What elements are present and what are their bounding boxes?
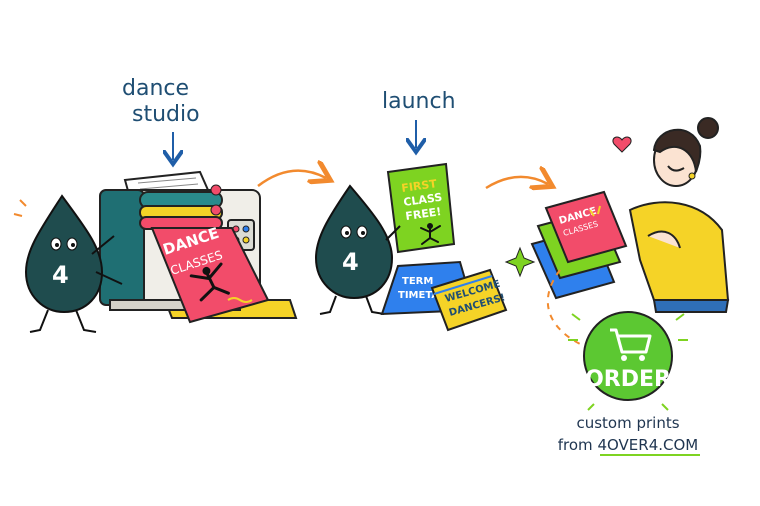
flyer-line2: CLASS (403, 191, 443, 209)
flow-arrow-2 (485, 177, 548, 188)
flyer-line1: FIRST (401, 177, 438, 195)
order-label[interactable]: ORDER (585, 367, 671, 392)
dancer-silhouette-icon (189, 262, 230, 302)
label-launch: launch (382, 89, 456, 114)
label-studio: studio (132, 102, 200, 127)
sparkle-icon (504, 246, 536, 278)
heart-icon (612, 136, 632, 153)
cart-icon (610, 328, 652, 361)
mascot-middle-digit: 4 (342, 248, 359, 276)
dancer-silhouette-icon (420, 223, 441, 245)
mascot-middle: 4 (314, 184, 401, 315)
cta-caption-line1: custom prints (576, 414, 679, 432)
cta-caption-line2[interactable]: from 4OVER4.COM (558, 436, 698, 454)
mascot-left-digit: 4 (52, 261, 69, 289)
flyer-line3: FREE! (405, 205, 442, 223)
customer-person (612, 117, 730, 313)
tent-line1: TERM (402, 276, 433, 287)
dance-poster: DANCE CLASSES (150, 224, 270, 324)
tent-line2: TIMETABLE (398, 290, 460, 301)
welcome-card: WELCOME DANCERS! (430, 268, 508, 332)
mascot-left: 4 (13, 194, 123, 333)
printer-machine (99, 170, 298, 319)
label-dance: dance (122, 76, 189, 101)
print-stack: DANCE CLASSES (530, 190, 628, 300)
flow-arrow-1 (257, 171, 326, 187)
first-class-flyer: FIRST CLASS FREE! (386, 162, 456, 254)
order-button[interactable]: ORDER (583, 311, 673, 401)
